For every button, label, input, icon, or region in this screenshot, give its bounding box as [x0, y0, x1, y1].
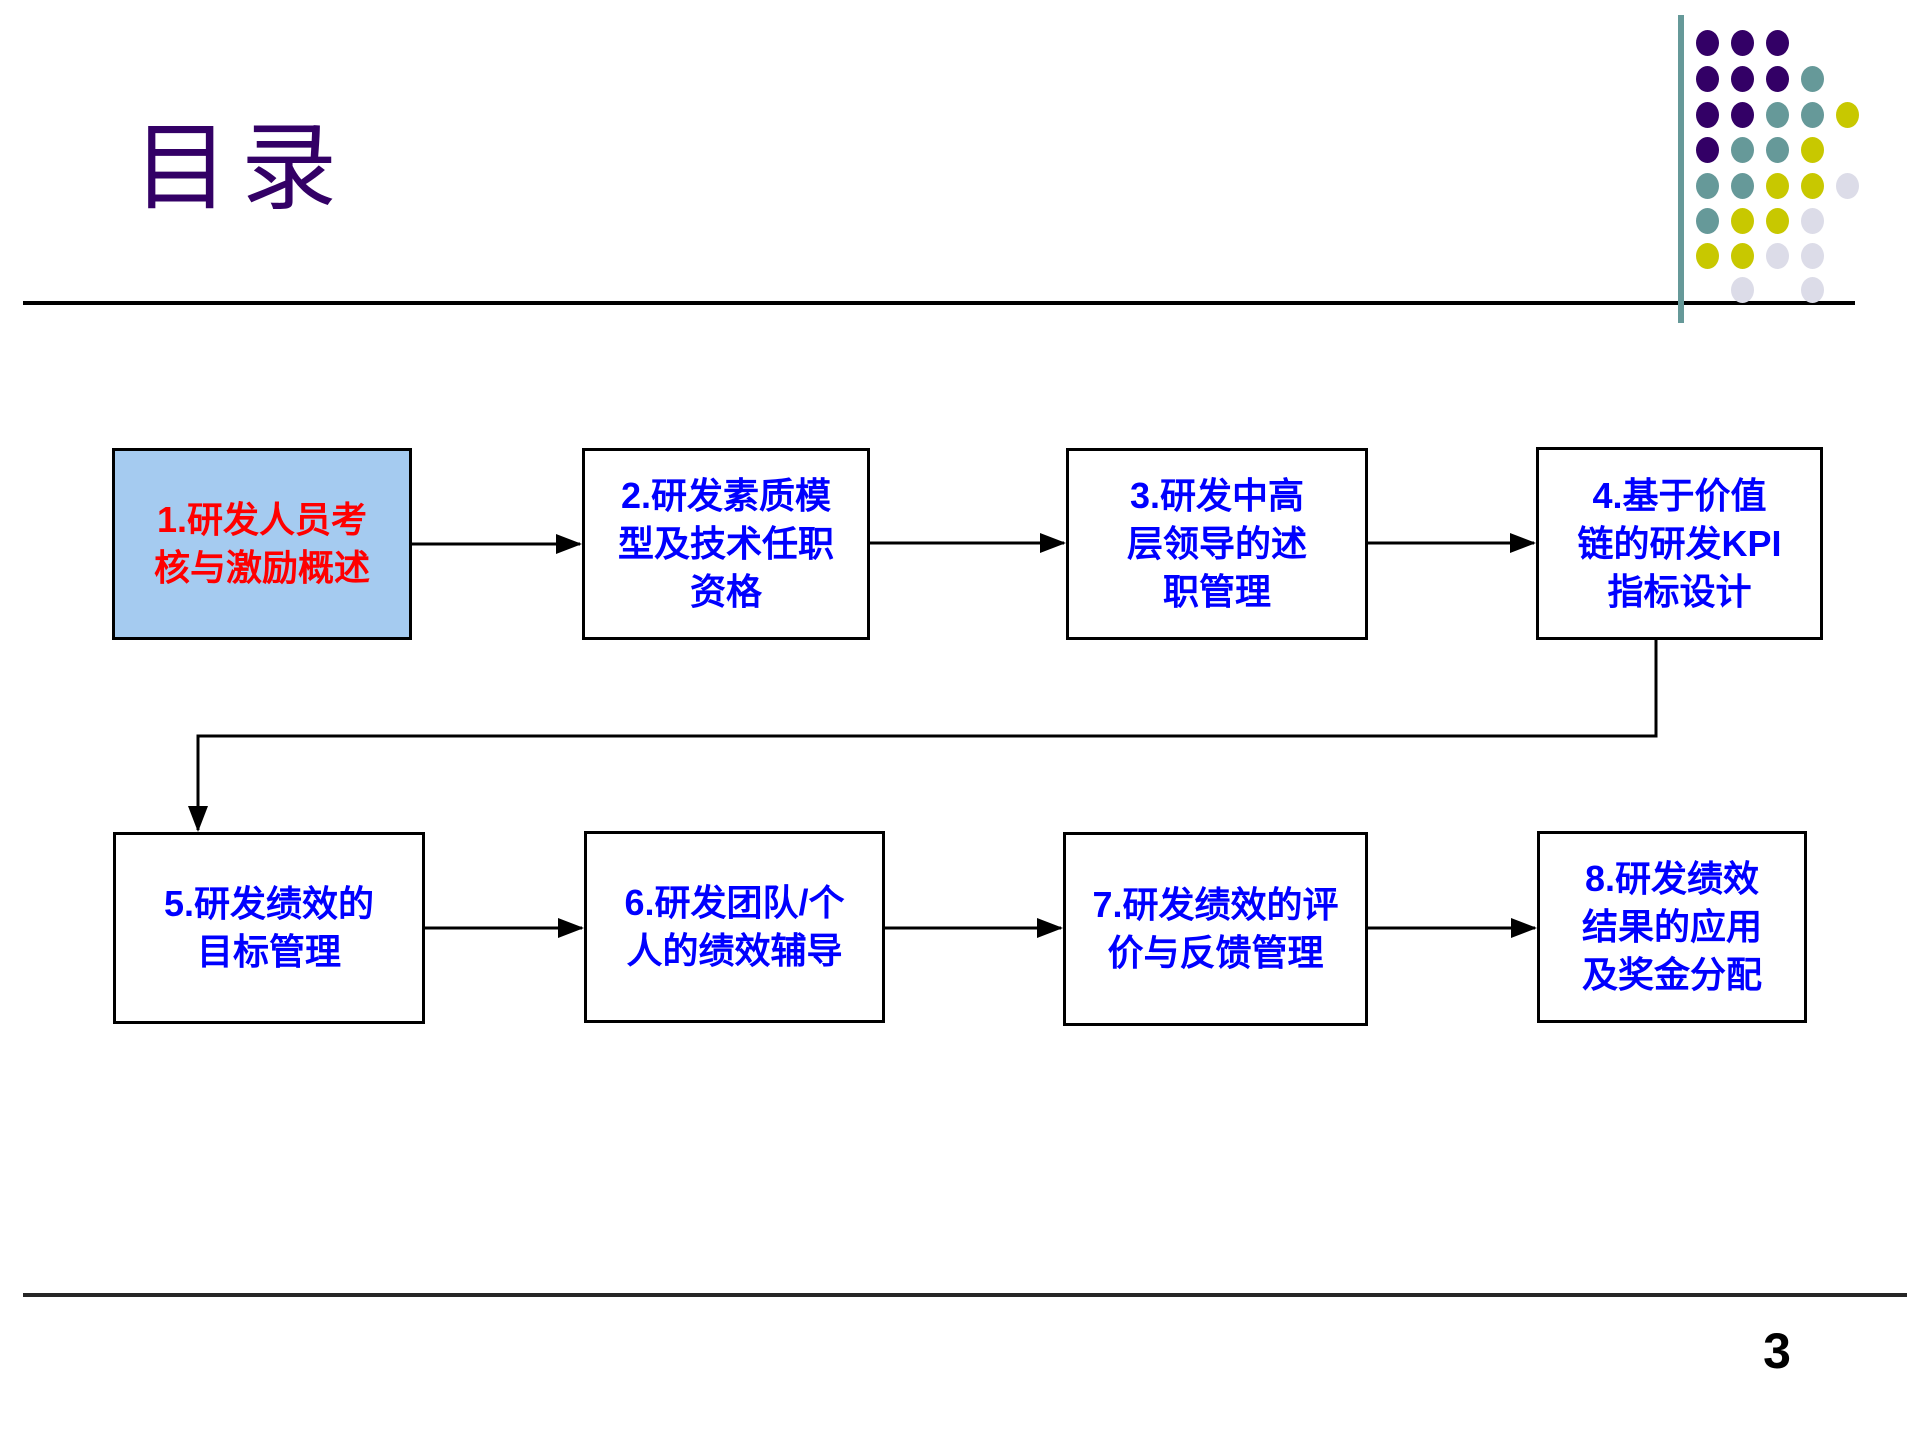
decorative-dot	[1696, 30, 1719, 56]
decorative-dot	[1801, 102, 1824, 128]
decorative-dot	[1801, 173, 1824, 199]
decorative-dot	[1766, 243, 1789, 269]
decorative-dot	[1696, 208, 1719, 234]
decorative-dot	[1836, 173, 1859, 199]
flow-box-text-line: 指标设计	[1607, 570, 1752, 612]
page-number: 3	[1763, 1323, 1791, 1379]
flow-box-text-line: 结果的应用	[1581, 906, 1762, 947]
accent-vertical-line	[1678, 15, 1684, 323]
decorative-dot	[1766, 173, 1789, 199]
title-underline	[23, 301, 1855, 305]
decorative-dot	[1696, 173, 1719, 199]
flow-box-text-line: 人的绩效辅导	[626, 930, 843, 971]
decorative-dot	[1766, 102, 1789, 128]
flow-box-text-line: 1.研发人员考	[156, 499, 368, 540]
decorative-dot	[1801, 208, 1824, 234]
flow-box-8-results-bonus: 8.研发绩效结果的应用及奖金分配	[1537, 831, 1807, 1023]
decorative-dot	[1766, 208, 1789, 234]
decorative-dot	[1801, 243, 1824, 269]
flow-box-6-performance-coaching: 6.研发团队/个人的绩效辅导	[584, 831, 885, 1023]
decorative-dot	[1801, 66, 1824, 92]
flow-box-text-line: 目标管理	[196, 931, 341, 972]
flow-box-text-line: 7.研发绩效的评	[1092, 884, 1339, 925]
decorative-dot	[1731, 243, 1754, 269]
decorative-dot	[1731, 30, 1754, 56]
flow-box-3-executive-reporting: 3.研发中高层领导的述职管理	[1066, 448, 1368, 640]
footer-line	[23, 1293, 1907, 1297]
flow-box-4-kpi-design: 4.基于价值链的研发KPI 指标设计	[1536, 447, 1823, 640]
decorative-dot	[1731, 137, 1754, 163]
page-title: 目录	[133, 112, 349, 224]
flow-box-text-line: 2.研发素质模	[620, 475, 832, 516]
decorative-dot	[1696, 102, 1719, 128]
decorative-dot	[1766, 66, 1789, 92]
flow-box-text-line: 核与激励概述	[153, 547, 370, 588]
decorative-dot	[1731, 208, 1754, 234]
decorative-dot	[1696, 66, 1719, 92]
decorative-dot	[1731, 102, 1754, 128]
flow-box-text-line: 5.研发绩效的	[163, 883, 375, 924]
flow-box-7-evaluation-feedback: 7.研发绩效的评价与反馈管理	[1063, 832, 1368, 1026]
flow-box-text-line: 8.研发绩效	[1584, 858, 1760, 899]
flow-box-1-overview: 1.研发人员考核与激励概述	[112, 448, 412, 640]
decorative-dot	[1696, 243, 1719, 269]
flow-box-text-line: 4.基于价值	[1592, 474, 1767, 516]
decorative-dot	[1731, 173, 1754, 199]
flow-box-5-goal-management: 5.研发绩效的目标管理	[113, 832, 425, 1024]
flow-box-text-line: 价与反馈管理	[1107, 932, 1324, 973]
decorative-dot	[1836, 102, 1859, 128]
flow-box-text-line: 及奖金分配	[1581, 954, 1762, 995]
flow-box-text-line: 3.研发中高	[1129, 475, 1305, 516]
flow-box-text-line: 型及技术任职	[617, 523, 834, 564]
flow-box-text-line: 资格	[689, 571, 762, 612]
decorative-dot	[1766, 137, 1789, 163]
flow-box-text-line: 6.研发团队/个	[624, 882, 845, 923]
arrow-4-5	[188, 640, 1658, 832]
flow-box-2-competency-model: 2.研发素质模型及技术任职资格	[582, 448, 870, 640]
flow-box-text-line: 层领导的述	[1126, 523, 1307, 564]
decorative-dot	[1801, 277, 1824, 303]
decorative-dot	[1766, 30, 1789, 56]
decorative-dot	[1731, 277, 1754, 303]
decorative-dot	[1731, 66, 1754, 92]
flow-box-text-line: 职管理	[1162, 571, 1271, 612]
decorative-dot	[1696, 137, 1719, 163]
flow-box-text-line: 链的研发KPI	[1577, 522, 1782, 564]
decorative-dot	[1801, 137, 1824, 163]
